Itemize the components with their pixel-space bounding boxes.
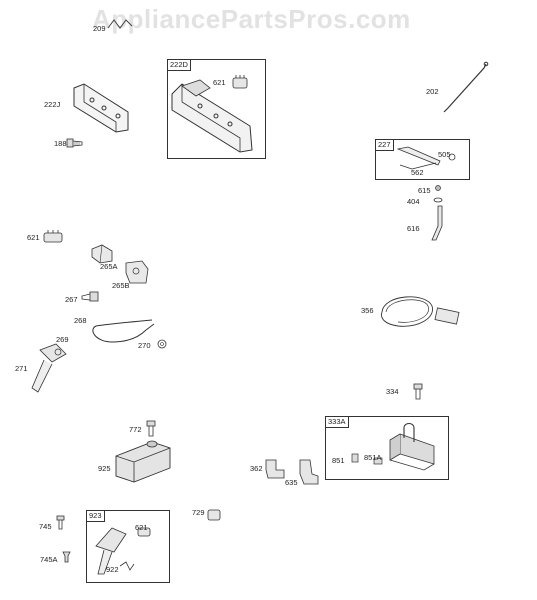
assembly-label-222d: 222D [168, 60, 191, 71]
callout-729: 729 [192, 508, 205, 517]
part-616-drawing [431, 185, 443, 241]
part-268-drawing [92, 319, 155, 343]
part-202-drawing [443, 61, 489, 113]
callout-635: 635 [285, 478, 298, 487]
callout-270: 270 [138, 341, 151, 350]
callout-271: 271 [15, 364, 28, 373]
assembly-box-227: 227 [375, 139, 470, 180]
callout-562: 562 [411, 168, 424, 177]
part-222d-drawing [171, 79, 253, 153]
callout-851: 851 [332, 456, 345, 465]
assembly-label-923: 923 [87, 511, 105, 522]
part-745-drawing [56, 515, 65, 530]
part-621-clip-a-drawing [232, 75, 248, 89]
assembly-label-333a: 333A [326, 417, 349, 428]
part-635-drawing [299, 459, 319, 485]
callout-267: 267 [65, 295, 78, 304]
part-265b-drawing [125, 260, 149, 284]
part-745a-drawing [62, 551, 71, 563]
part-621-clip-b-drawing [43, 230, 63, 243]
part-772-drawing [146, 420, 156, 437]
callout-404: 404 [407, 197, 420, 206]
part-222j-drawing [73, 83, 129, 133]
callout-745a: 745A [40, 555, 58, 564]
callout-851a: 851A [364, 453, 382, 462]
callout-356: 356 [361, 306, 374, 315]
part-356-drawing [381, 296, 460, 327]
assembly-box-333a: 333A [325, 416, 449, 480]
part-334-drawing [413, 383, 423, 400]
callout-202: 202 [426, 87, 439, 96]
part-227-drawing [396, 146, 456, 170]
part-362-drawing [265, 459, 285, 479]
part-923-drawing [95, 527, 151, 575]
callout-772: 772 [129, 425, 142, 434]
callout-265a: 265A [100, 262, 118, 271]
site-watermark: AppliancePartsPros.com [92, 4, 411, 34]
part-188-drawing [66, 138, 83, 148]
assembly-box-222d: 222D [167, 59, 266, 159]
part-209-drawing [107, 19, 133, 29]
callout-621-a: 621 [213, 78, 226, 87]
callout-505: 505 [438, 150, 451, 159]
callout-268: 268 [74, 316, 87, 325]
callout-209: 209 [93, 24, 106, 33]
callout-362: 362 [250, 464, 263, 473]
part-267-drawing [81, 291, 99, 302]
callout-745: 745 [39, 522, 52, 531]
callout-269: 269 [56, 335, 69, 344]
part-729-drawing [207, 509, 221, 521]
part-270-drawing [157, 339, 167, 349]
callout-222j: 222J [44, 100, 61, 109]
part-271-drawing [31, 343, 67, 393]
callout-922: 922 [106, 565, 119, 574]
callout-334: 334 [386, 387, 399, 396]
callout-265b: 265B [112, 281, 130, 290]
callout-615: 615 [418, 186, 431, 195]
callout-925: 925 [98, 464, 111, 473]
part-333a-drawing [351, 422, 435, 471]
callout-621-c: 621 [135, 523, 148, 532]
callout-621-b: 621 [27, 233, 40, 242]
callout-616: 616 [407, 224, 420, 233]
part-265a-drawing [91, 244, 113, 264]
callout-188: 188 [54, 139, 67, 148]
assembly-label-227: 227 [376, 140, 394, 151]
part-925-drawing [115, 440, 171, 483]
assembly-box-923: 923 [86, 510, 170, 583]
